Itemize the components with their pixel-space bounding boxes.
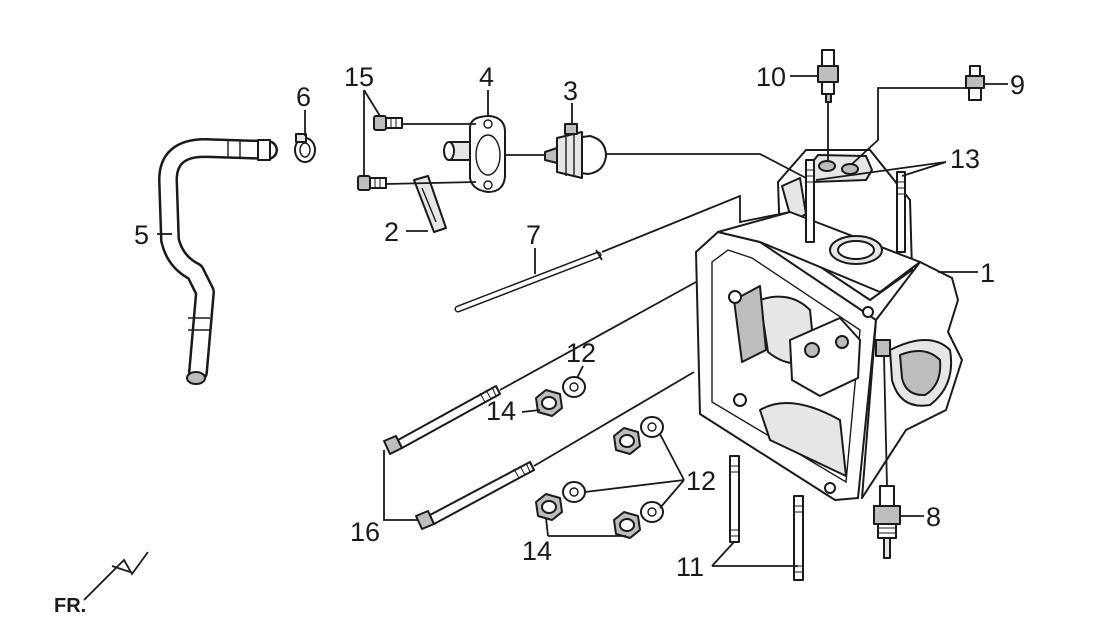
part-16-long-bolt-lower (415, 461, 535, 530)
part-11-stud-left (729, 455, 740, 543)
part-11-stud-right (793, 495, 804, 581)
part-16-long-bolt-upper (383, 385, 501, 455)
part-14-nut-upper-right (613, 427, 641, 455)
part-9-bleed-screw (965, 65, 985, 101)
part-10-temperature-sensor (817, 49, 839, 103)
label-part-9: 9 (1010, 70, 1025, 100)
part-5-breather-hose (158, 138, 278, 385)
part-12-washer-upper (562, 376, 586, 398)
label-part-2: 2 (384, 217, 399, 247)
part-12-washer-c (640, 501, 664, 523)
part-4-thermostat-cover (443, 115, 506, 193)
part-2-bracket (413, 175, 447, 233)
part-12-washer-b (562, 481, 586, 503)
part-14-nut-upper (535, 389, 563, 417)
part-13-stud-left (805, 159, 815, 243)
part-15-bolt-upper (373, 115, 403, 131)
label-part-12-upper: 12 (566, 338, 596, 368)
label-part-13: 13 (950, 144, 980, 174)
label-part-12-lower: 12 (686, 466, 716, 496)
label-part-4: 4 (479, 62, 494, 92)
label-part-14-lower: 14 (522, 536, 552, 566)
label-part-8: 8 (926, 502, 941, 532)
front-direction-marker: FR. (54, 551, 149, 617)
part-13-stud-right (896, 171, 906, 253)
label-part-15: 15 (344, 62, 374, 92)
label-part-1: 1 (980, 258, 995, 288)
label-part-6: 6 (296, 82, 311, 112)
part-12-washer-a (640, 416, 664, 438)
leader-lines (157, 75, 1008, 567)
label-part-5: 5 (134, 220, 149, 250)
label-part-3: 3 (563, 76, 578, 106)
label-part-11: 11 (676, 552, 704, 582)
part-14-nut-middle-left (535, 493, 563, 521)
part-8-spark-plug (873, 485, 901, 559)
part-15-bolt-lower (357, 175, 387, 191)
part-3-thermostat (544, 123, 607, 179)
part-14-nut-lower-right (613, 511, 641, 539)
part-7-rod (454, 249, 603, 313)
label-part-14-upper: 14 (486, 396, 516, 426)
front-marker-label: FR. (54, 595, 86, 617)
part-6-hose-clip (294, 133, 316, 163)
label-part-16: 16 (350, 517, 380, 547)
part-1-cylinder-head (695, 149, 963, 501)
label-part-7: 7 (526, 220, 541, 250)
label-part-10: 10 (756, 62, 786, 92)
part-labels: 1 2 3 4 5 6 7 8 9 10 11 12 12 13 14 14 1… (134, 62, 1025, 582)
